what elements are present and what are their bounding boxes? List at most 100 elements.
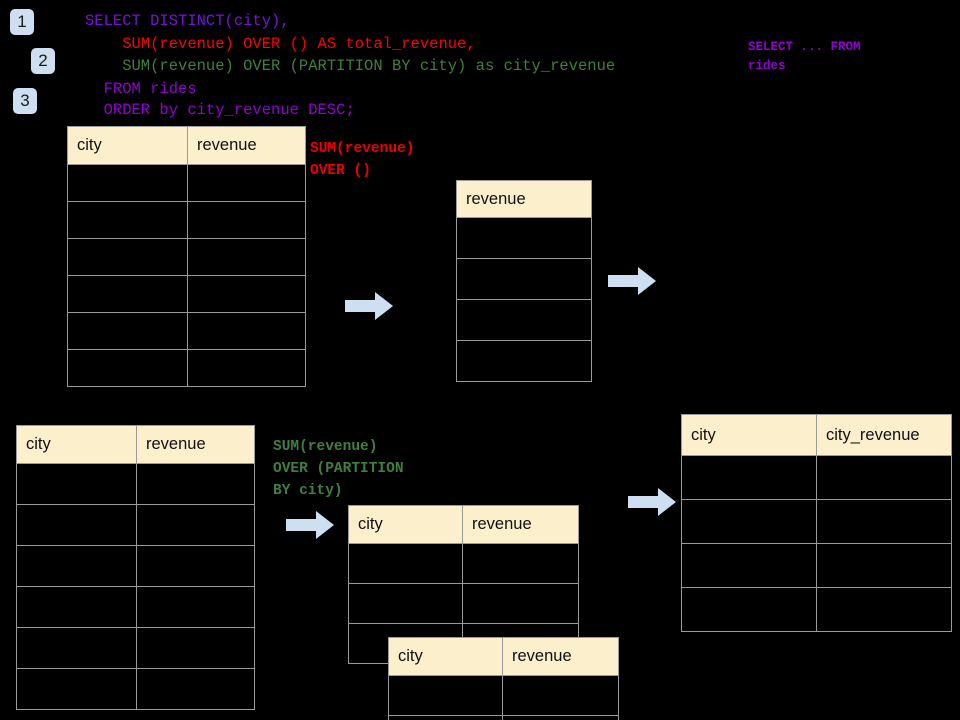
- table-row: [456, 217, 592, 259]
- table-cell: [681, 455, 817, 500]
- table-cell: [16, 545, 137, 587]
- table-cell: [16, 627, 137, 669]
- table-row: [681, 499, 952, 544]
- table-cell: [187, 238, 306, 276]
- table-cell: [67, 349, 188, 387]
- table-cell: [67, 201, 188, 239]
- column-header-city: city: [388, 637, 503, 676]
- table-cell: [136, 627, 255, 669]
- table-cell: [136, 504, 255, 546]
- table-cell: [388, 715, 503, 720]
- table-cell: [348, 543, 463, 584]
- table-row: [348, 543, 579, 584]
- arrow-partition-to-result-icon: [628, 487, 676, 522]
- table-cell: [502, 715, 619, 720]
- table-row: [456, 340, 592, 382]
- table-row: [16, 504, 255, 546]
- column-header-city: city: [16, 425, 137, 464]
- table-header-row: revenue: [456, 180, 592, 218]
- table-row: [67, 201, 306, 239]
- table-row: [16, 545, 255, 587]
- table-row: [67, 275, 306, 313]
- table-row: [67, 312, 306, 350]
- table-row: [681, 543, 952, 588]
- table-cell: [462, 543, 579, 584]
- table-row: [456, 299, 592, 341]
- table-cell: [681, 587, 817, 632]
- table-cell: [816, 543, 952, 588]
- table-row: [681, 587, 952, 632]
- table-cell: [136, 586, 255, 628]
- table-cell: [187, 201, 306, 239]
- table-row: [388, 675, 619, 716]
- table-row: [348, 583, 579, 624]
- table-cell: [388, 675, 503, 716]
- table-cell: [16, 504, 137, 546]
- table-cell: [462, 583, 579, 624]
- table-row: [67, 164, 306, 202]
- table-cell: [456, 340, 592, 382]
- table-row: [67, 349, 306, 387]
- column-header-revenue: revenue: [136, 425, 255, 464]
- sql-line-sum-over-partition: SUM(revenue) OVER (PARTITION BY city) as…: [85, 57, 616, 75]
- table-row: [16, 463, 255, 505]
- step-badge-1: 1: [10, 9, 34, 35]
- column-header-revenue: revenue: [187, 126, 306, 165]
- table-cell: [456, 217, 592, 259]
- table-cell: [16, 668, 137, 710]
- table-row: [16, 627, 255, 669]
- table-cell: [816, 455, 952, 500]
- table-cell: [136, 463, 255, 505]
- table-cell: [816, 587, 952, 632]
- step-badge-2: 2: [31, 48, 55, 74]
- table-cell: [136, 668, 255, 710]
- table-cell: [187, 312, 306, 350]
- table-cell: [681, 499, 817, 544]
- table-cell: [456, 258, 592, 300]
- table-cell: [67, 238, 188, 276]
- column-header-city: city: [348, 505, 463, 544]
- table-cell: [67, 312, 188, 350]
- annotation-over-partition: SUM(revenue) OVER (PARTITION BY city): [273, 439, 404, 499]
- column-header-revenue: revenue: [502, 637, 619, 676]
- column-header-revenue: revenue: [462, 505, 579, 544]
- table-cell: [681, 543, 817, 588]
- table-row: [681, 455, 952, 500]
- table-cell: [348, 583, 463, 624]
- sql-line-sum-over-empty: SUM(revenue) OVER () AS total_revenue,: [85, 35, 476, 53]
- column-header-revenue: revenue: [456, 180, 592, 218]
- table-cell: [136, 545, 255, 587]
- table-cell: [187, 164, 306, 202]
- column-header-city_revenue: city_revenue: [816, 414, 952, 456]
- annotation-over-empty: SUM(revenue) OVER (): [310, 141, 415, 179]
- table-cell: [16, 586, 137, 628]
- table-cell: [67, 164, 188, 202]
- sql-line-order-by: ORDER by city_revenue DESC;: [85, 101, 355, 119]
- column-header-city: city: [681, 414, 817, 456]
- step-badge-3: 3: [13, 88, 37, 114]
- table-cell: [67, 275, 188, 313]
- table-row: [16, 668, 255, 710]
- table-row: [456, 258, 592, 300]
- table-cell: [502, 675, 619, 716]
- column-header-city: city: [67, 126, 188, 165]
- sql-line-select-distinct: SELECT DISTINCT(city),: [85, 12, 290, 30]
- table-cell: [187, 349, 306, 387]
- table-cell: [456, 299, 592, 341]
- table-cell: [816, 499, 952, 544]
- table-cell: [16, 463, 137, 505]
- total-revenue-table: revenue: [456, 180, 592, 382]
- arrow-total-to-result-icon: [608, 266, 656, 301]
- sql-line-from: FROM rides: [85, 80, 197, 98]
- table-row: [16, 586, 255, 628]
